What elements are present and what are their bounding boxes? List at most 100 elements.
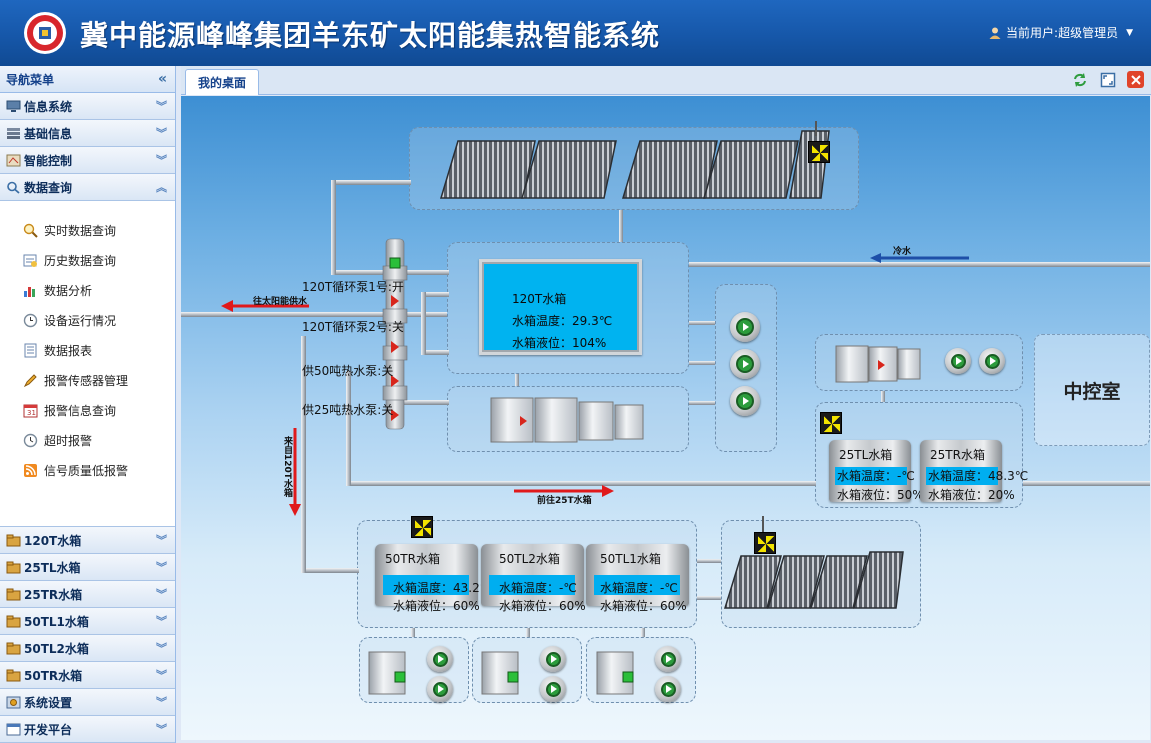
user-menu[interactable]: 当前用户:超级管理员 ▼	[988, 24, 1133, 41]
app-title: 冀中能源峰峰集团羊东矿太阳能集热智能系统	[80, 19, 661, 52]
chevron-down-icon: ︾	[156, 696, 167, 709]
chevron-down-icon: ︾	[156, 127, 167, 140]
sidebar-section-smart-control[interactable]: 智能控制 ︾	[0, 147, 175, 174]
chevron-down-icon: ︾	[156, 669, 167, 682]
control-room[interactable]: 中控室	[1034, 334, 1150, 446]
close-icon[interactable]	[1127, 71, 1144, 88]
flow-arrow-from-120t	[289, 428, 301, 516]
sidebar-section-basic-info[interactable]: 基础信息 ︾	[0, 120, 175, 147]
chevron-down-icon: ︾	[156, 154, 167, 167]
flow-arrow-cold-water	[870, 253, 969, 263]
sidebar-section-25tl-tank[interactable]: 25TL水箱 ︾	[0, 554, 175, 581]
monitor-icon	[6, 100, 21, 113]
tank-25tl-display[interactable]: 25TL水箱 水箱温度：-℃ 水箱液位：50%	[829, 440, 924, 513]
tank-120t-temp: 水箱温度：29.3℃	[512, 314, 613, 328]
history-icon	[22, 252, 38, 268]
svg-text:31: 31	[27, 409, 36, 417]
pump-button-120t-2[interactable]	[730, 349, 760, 379]
sidebar-section-25tr-tank[interactable]: 25TR水箱 ︾	[0, 581, 175, 608]
window-icon	[6, 723, 21, 736]
menu-item-alarm-info-query[interactable]: 31 报警信息查询	[0, 395, 175, 425]
current-user-label: 当前用户:超级管理员	[1006, 26, 1119, 40]
sidebar-section-data-query[interactable]: 数据查询 ︽	[0, 174, 175, 201]
magnifier-icon	[22, 222, 38, 238]
menu-item-low-signal-alarm[interactable]: 信号质量低报警	[0, 455, 175, 485]
piping-diagram	[181, 121, 1150, 695]
tank-120t-level: 水箱液位：104%	[512, 336, 607, 350]
pump-label-supply50: 供50吨热水泵:关	[302, 364, 394, 378]
bar-chart-icon	[22, 282, 38, 298]
chevron-down-icon: ︾	[156, 534, 167, 547]
valve-indicator-25t[interactable]	[820, 412, 842, 434]
chevron-down-icon: ︾	[156, 100, 167, 113]
sidebar-title: 导航菜单	[6, 72, 55, 87]
flow-arrow-to-25t	[514, 485, 614, 497]
pump-button-25t-2[interactable]	[979, 348, 1005, 374]
flow-label-to-25t: 前往25T水箱	[537, 496, 592, 506]
calendar-icon: 31	[22, 402, 38, 418]
report-icon	[22, 342, 38, 358]
company-logo	[24, 12, 66, 54]
chevron-down-icon: ︾	[156, 723, 167, 736]
menu-item-realtime-query[interactable]: 实时数据查询	[0, 215, 175, 245]
menu-item-data-report[interactable]: 数据报表	[0, 335, 175, 365]
sidebar-section-info-system[interactable]: 信息系统 ︾	[0, 93, 175, 120]
tank-50tl1-display[interactable]: 50TL1水箱 水箱温度：-℃ 水箱液位：60%	[586, 544, 689, 617]
flow-label-to-supply: 往太阳能供水	[253, 297, 308, 307]
tank-120t-name: 120T水箱	[512, 292, 567, 306]
pump-button-50t-3a[interactable]	[655, 646, 681, 672]
sidebar-header: 导航菜单 «	[0, 66, 175, 93]
heat-pump-units-25t	[835, 345, 921, 383]
search-icon	[6, 181, 21, 194]
menu-item-alarm-sensor-mgmt[interactable]: 报警传感器管理	[0, 365, 175, 395]
tank-50tr-display[interactable]: 50TR水箱 水箱温度：43.2℃ 水箱液位：60%	[375, 544, 493, 617]
flow-label-from-120t: 来自120T水箱	[282, 436, 292, 497]
heat-pump-units-50t	[368, 651, 634, 695]
solar-panel-array-top	[439, 121, 830, 199]
refresh-icon[interactable]	[1071, 71, 1088, 88]
folder-icon	[6, 588, 21, 601]
sidebar-section-50tr-tank[interactable]: 50TR水箱 ︾	[0, 662, 175, 689]
valve-indicator-50t[interactable]	[411, 516, 433, 538]
pump-button-120t-1[interactable]	[730, 312, 760, 342]
solar-panel-array-bottom	[723, 516, 904, 609]
pump-button-50t-1a[interactable]	[427, 646, 453, 672]
tank-25tr-display[interactable]: 25TR水箱 水箱温度：48.3℃ 水箱液位：20%	[920, 440, 1028, 513]
tank-50tl2-display[interactable]: 50TL2水箱 水箱温度：-℃ 水箱液位：60%	[481, 544, 586, 617]
user-icon	[989, 27, 1001, 39]
flow-label-cold-water: 冷水	[893, 247, 912, 257]
pump-button-50t-2a[interactable]	[540, 646, 566, 672]
database-icon	[6, 127, 21, 140]
pump-button-50t-3b[interactable]	[655, 676, 681, 702]
menu-item-data-analysis[interactable]: 数据分析	[0, 275, 175, 305]
tab-my-desktop[interactable]: 我的桌面	[185, 69, 259, 95]
menu-item-device-status[interactable]: 设备运行情况	[0, 305, 175, 335]
chevron-down-icon: ︾	[156, 588, 167, 601]
sidebar-section-50tl2-tank[interactable]: 50TL2水箱 ︾	[0, 635, 175, 662]
sidebar-section-dev-platform[interactable]: 开发平台 ︾	[0, 716, 175, 743]
valve-indicator-top-solar[interactable]	[808, 141, 830, 163]
maximize-icon[interactable]	[1099, 71, 1116, 88]
pump-button-120t-3[interactable]	[730, 386, 760, 416]
folder-icon	[6, 615, 21, 628]
sidebar-section-50tl1-tank[interactable]: 50TL1水箱 ︾	[0, 608, 175, 635]
folder-icon	[6, 642, 21, 655]
timer-icon	[22, 432, 38, 448]
valve-indicator-bottom-solar[interactable]	[754, 532, 776, 554]
chevron-down-icon[interactable]: ▼	[1126, 27, 1133, 38]
pencil-icon	[22, 372, 38, 388]
menu-item-timeout-alarm[interactable]: 超时报警	[0, 425, 175, 455]
tab-bar: 我的桌面	[181, 66, 1151, 95]
collapse-sidebar-icon[interactable]: «	[157, 71, 167, 87]
sidebar-section-120t-tank[interactable]: 120T水箱 ︾	[0, 527, 175, 554]
system-diagram-canvas: 120T水箱 水箱温度：29.3℃ 水箱液位：104% 120T循环泵1号:开 …	[181, 96, 1150, 740]
menu-item-history-query[interactable]: 历史数据查询	[0, 245, 175, 275]
pump-button-25t-1[interactable]	[945, 348, 971, 374]
folder-icon	[6, 561, 21, 574]
sidebar-section-system-settings[interactable]: 系统设置 ︾	[0, 689, 175, 716]
chevron-up-icon: ︽	[156, 181, 167, 194]
pump-button-50t-2b[interactable]	[540, 676, 566, 702]
tank-120t-display[interactable]: 120T水箱 水箱温度：29.3℃ 水箱液位：104%	[479, 259, 642, 355]
clock-icon	[22, 312, 38, 328]
pump-button-50t-1b[interactable]	[427, 676, 453, 702]
